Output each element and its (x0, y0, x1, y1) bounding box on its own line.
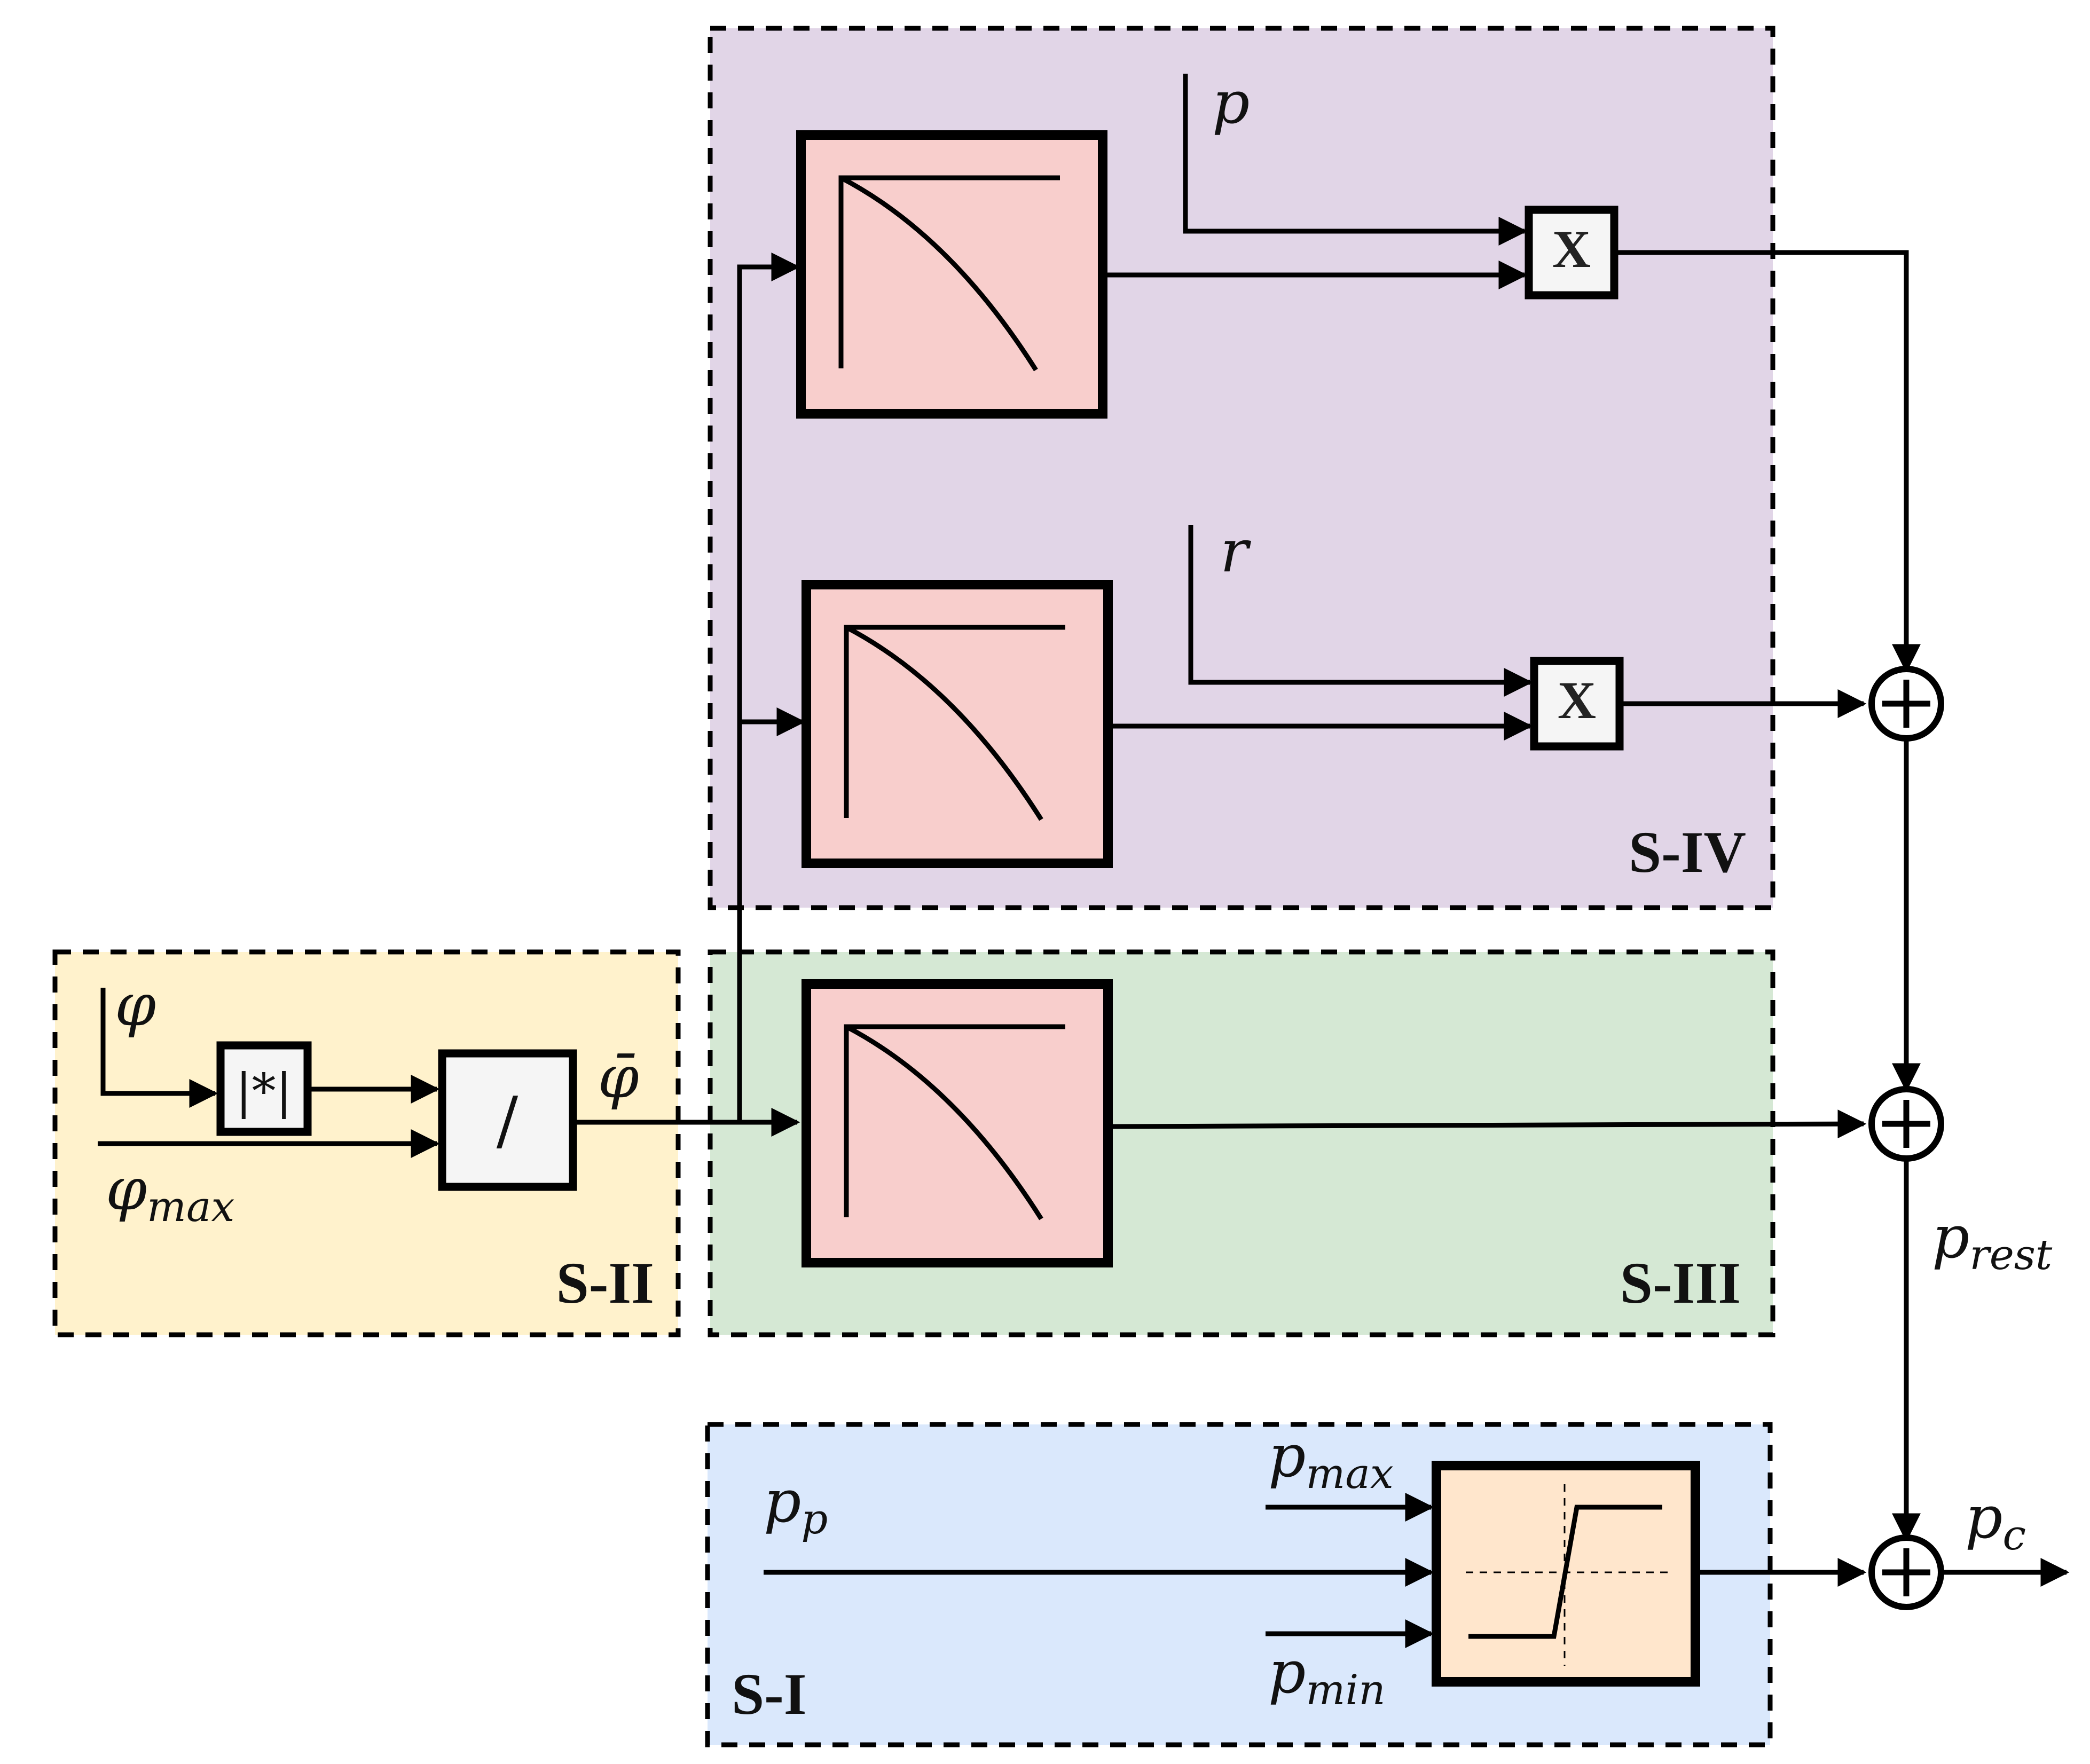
pp-label: pp (764, 1467, 828, 1544)
p-max-label: pmax (1268, 1422, 1394, 1498)
saturation-block (1432, 1461, 1700, 1687)
p-c-label: pc (1965, 1483, 2026, 1560)
curve-block-middle (802, 580, 1113, 868)
divide-block: / (438, 1049, 577, 1191)
divide-block-label: / (497, 1084, 518, 1158)
curve-block-bottom (802, 979, 1113, 1267)
phi-label: φ (115, 971, 156, 1039)
phi-input-wire (100, 988, 218, 1108)
phi-bar-label: φ̄ (598, 1043, 639, 1111)
multiply-block-top-label: X (1552, 219, 1591, 279)
p-input-wire (1183, 74, 1528, 246)
abs-block: |*| (216, 1041, 312, 1136)
phi-bar-branch (737, 253, 800, 1122)
p-min-label: pmin (1268, 1638, 1386, 1714)
abs-block-label: |*| (235, 1064, 292, 1120)
sum-junction-top (1868, 666, 1944, 742)
sum-junction-bottom (1868, 1534, 1944, 1610)
r-label: r (1220, 517, 1252, 585)
phi-max-label: φmax (106, 1155, 235, 1231)
multiply-block-top: X (1525, 206, 1618, 300)
p-label: p (1212, 68, 1250, 137)
section-s1-label: S-I (732, 1661, 807, 1727)
section-s2-label: S-II (556, 1250, 654, 1316)
curve-block-top (796, 130, 1107, 419)
multiply-block-middle-label: X (1558, 671, 1596, 730)
section-s4-label: S-IV (1629, 820, 1746, 885)
section-s3-label: S-III (1620, 1250, 1741, 1316)
r-input-wire (1188, 525, 1533, 697)
p-rest-label: prest (1932, 1203, 2053, 1279)
multiply-block-middle: X (1530, 657, 1624, 751)
sum-junction-middle (1868, 1086, 1944, 1162)
